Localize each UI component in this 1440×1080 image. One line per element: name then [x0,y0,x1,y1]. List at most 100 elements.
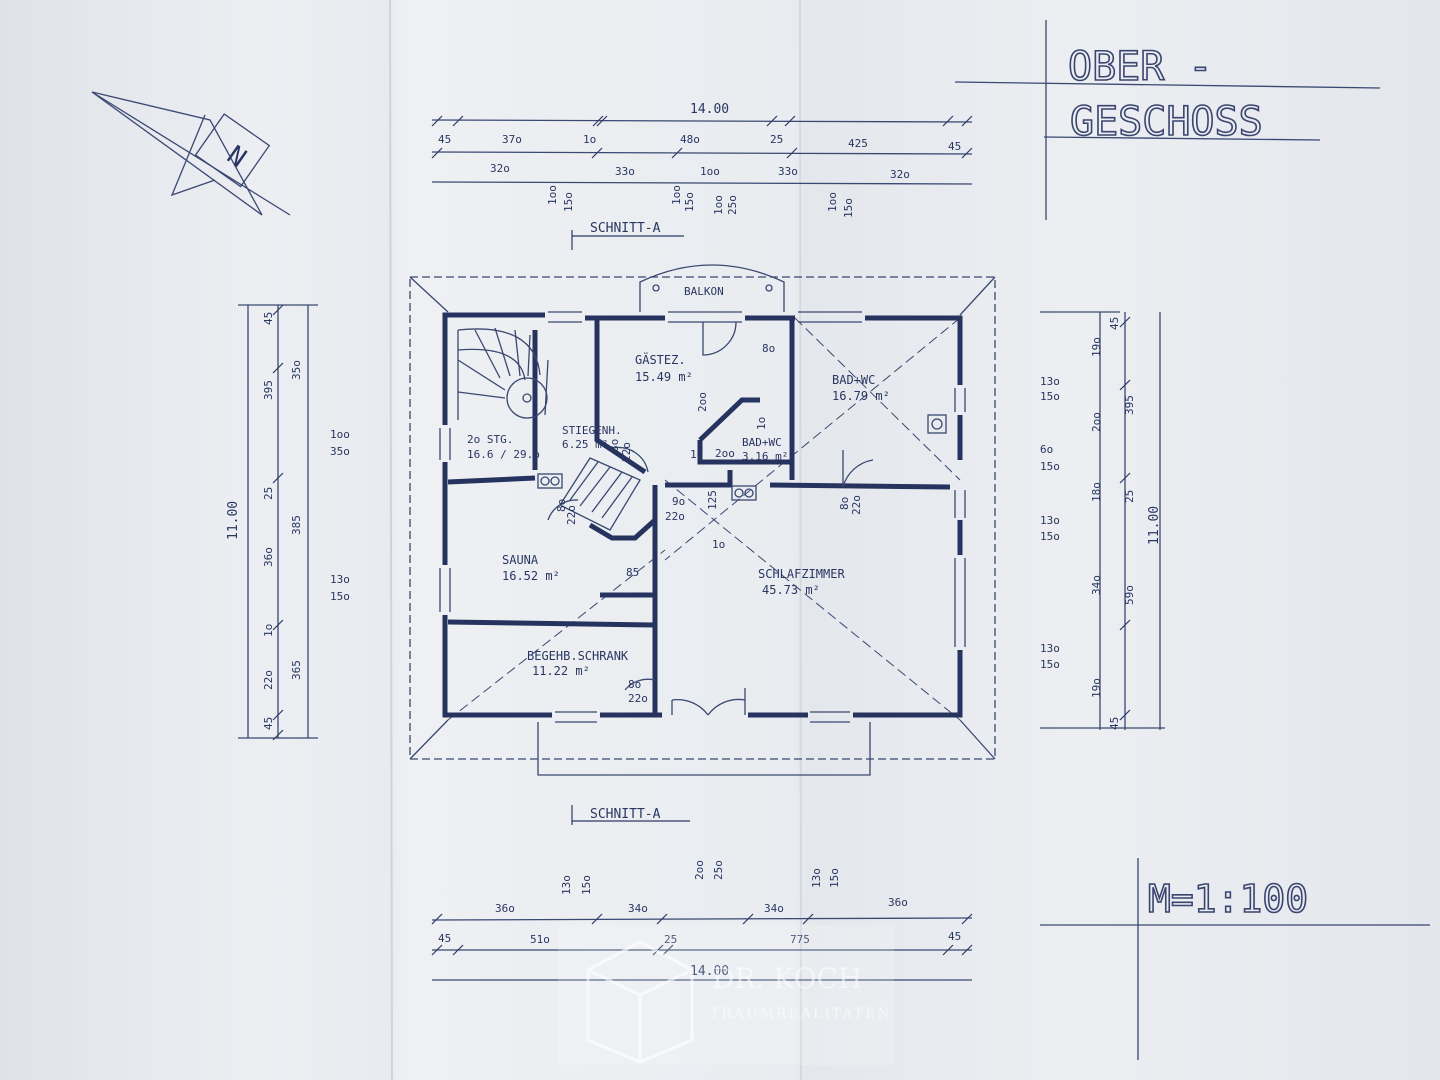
dimension-label: 45 [1108,317,1121,330]
dimension-label: 15o [1040,390,1060,403]
section-label-top: SCHNITT-A [590,221,661,236]
walls [442,312,963,718]
roof-outline [409,276,996,760]
scale-label: M=1:100 [1148,877,1308,921]
dimension-label: 25 [664,933,677,946]
dimension-tick [742,913,754,925]
dimension-label: 15o [842,198,855,218]
dimension-label: 1o [583,133,596,146]
door-width-label: 22o [628,692,648,705]
dimension-label: 1oo [826,192,839,212]
misc-dimension-label: 125 [706,490,719,510]
dimension-label: 2oo [1090,412,1103,432]
watermark: DR. KOCH TRAUMREALITÄTEN [558,925,894,1065]
dimension-label: 13o [810,868,823,888]
door-width-label: 9o [672,495,685,508]
misc-dimension-label: 2oo [715,447,735,460]
dimension-label: 13o [1040,514,1060,527]
chimney-shafts [537,414,947,501]
watermark-name: DR. KOCH [712,962,862,995]
dimension-label: 34o [764,902,784,915]
dimension-label: 45 [262,312,275,325]
dimension-label: 13o [560,875,573,895]
dimension-label: 32o [490,162,510,175]
dimension-label: 13o [1040,375,1060,388]
dimension-label: 6o [1040,443,1053,456]
dimension-tick [591,147,603,159]
dimension-label: 385 [290,515,303,535]
dimension-label: 365 [290,660,303,680]
dimension-label: 25o [726,195,739,215]
room-stiegenh-area: 6.25 m² [562,438,608,451]
misc-dimension-label: 1o [755,417,768,430]
misc-dimension-label: 85 [626,566,639,579]
dimension-label: 395 [1123,395,1136,415]
overall-width-top: 14.00 [690,102,729,117]
room-gaestez-area: 15.49 m² [635,370,693,384]
dimension-label: 15o [1040,530,1060,543]
title-block: OBER - GESCHOSS [954,20,1381,220]
section-marker-bottom: SCHNITT-A [571,805,690,825]
room-gaestez-name: GÄSTEZ. [635,352,686,367]
room-stg-area: 16.6 / 29.o [467,448,540,461]
dimension-label: 22o [262,670,275,690]
dimension-label: 1oo [700,165,720,178]
dimension-label: 775 [790,933,810,946]
north-arrow-icon: N [91,91,291,216]
dimension-label: 15o [562,192,575,212]
dimension-tick [961,147,973,159]
dimension-tick [452,115,464,127]
dimension-label: 1oo [546,185,559,205]
dimension-tick [784,115,796,127]
scale-block: M=1:100 [1040,858,1430,1060]
overall-depth-right: 11.00 [1147,506,1162,545]
dimension-label: 51o [530,933,550,946]
dimension-label: 45 [262,717,275,730]
dimension-label: 32o [890,168,910,181]
dimension-label: 36o [888,896,908,909]
room-bad-wc-small-area: 3.16 m² [742,450,788,463]
balcony-label: BALKON [684,285,724,298]
dimension-tick [671,147,683,159]
title-line-2: GESCHOSS [1070,99,1263,145]
dimension-tick [961,913,973,925]
dimension-tick [1119,709,1131,721]
dimension-tick [662,944,674,956]
dimension-tick [591,913,603,925]
dimension-label: 19o [1090,337,1103,357]
dimension-label: 19o [1090,678,1103,698]
section-marker-top: SCHNITT-A [571,221,684,250]
misc-dimension-label: 2oo [696,392,709,412]
dimension-tick [942,944,954,956]
misc-dimension-label: 1o [690,448,703,461]
dimension-label: 33o [615,165,635,178]
dimension-label: 1oo [712,195,725,215]
dimension-tick [272,729,284,741]
dimension-label: 45 [948,140,961,153]
dimension-tick [1119,619,1131,631]
fold-line [389,0,393,1080]
dimension-tick [452,944,464,956]
room-sauna-name: SAUNA [502,553,539,567]
dimension-label: 15o [683,192,696,212]
dimension-tick [272,709,284,721]
dimension-ticks [272,115,1131,956]
dimension-tick [431,147,443,159]
terrace-outline [537,722,871,776]
room-schlafzimmer-area: 45.73 m² [762,583,820,597]
dimension-label: 1o [262,624,275,637]
north-label: N [221,140,251,174]
dimension-tick [272,362,284,374]
title-line-1: OBER - [1068,44,1213,90]
door-width-label: 22o [850,495,863,515]
windows [439,311,966,723]
dimension-label: 45 [1108,717,1121,730]
dimension-tick [1119,316,1131,328]
room-stiegenh-name: STIEGENH. [562,424,622,437]
dimension-tick [596,115,608,127]
room-sauna-area: 16.52 m² [502,569,560,583]
room-bad-wc-small-name: BAD+WC [742,436,782,449]
dimension-label: 15o [828,868,841,888]
